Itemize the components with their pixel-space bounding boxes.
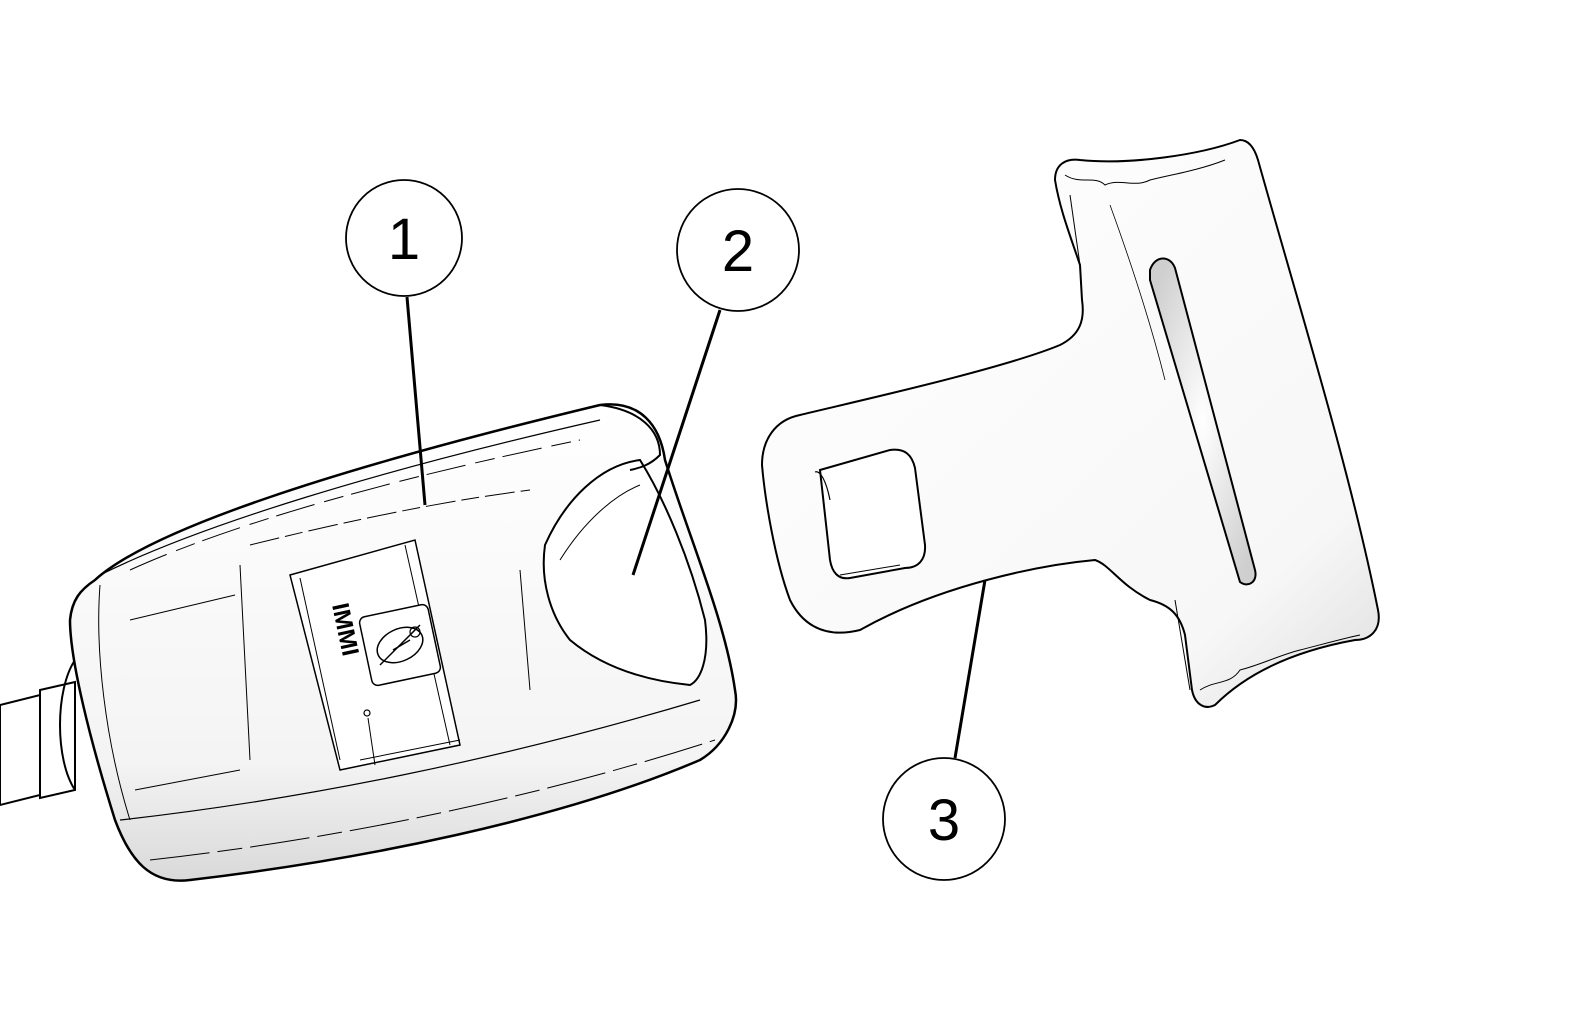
release-button: IMMI: [289, 539, 461, 771]
brand-logo-icon: [358, 603, 442, 687]
callout-1: 1: [345, 179, 463, 297]
belt-webbing: [0, 659, 76, 807]
leader-lines: [405, 296, 987, 759]
leader-line-2: [631, 309, 722, 576]
callout-label-2: 2: [722, 219, 754, 284]
leader-line-3: [953, 579, 987, 759]
latch-plate: [760, 138, 1380, 708]
callout-2: 2: [676, 188, 800, 312]
callout-label-3: 3: [928, 788, 960, 853]
callout-label-1: 1: [388, 207, 420, 272]
callout-3: 3: [882, 757, 1006, 881]
leader-line-1: [405, 296, 427, 506]
